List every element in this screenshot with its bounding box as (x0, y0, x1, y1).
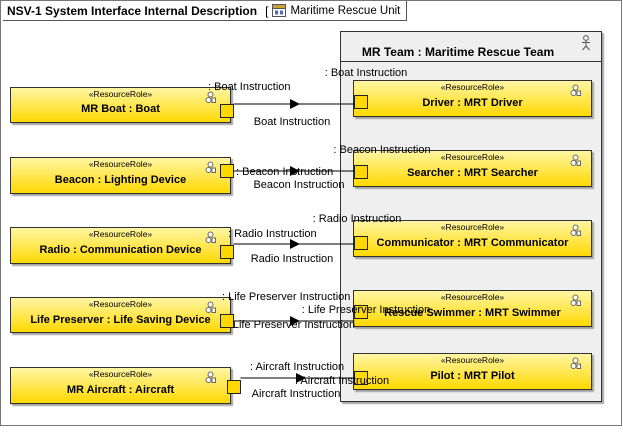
role-name: Searcher : MRT Searcher (407, 167, 539, 179)
role-icon (205, 161, 216, 173)
connector[interactable]: : Life Preserver Instruction: Life Prese… (222, 291, 430, 331)
target-port-label: : Aircraft Instruction (295, 375, 389, 387)
role-stereotype: «ResourceRole» (441, 292, 505, 302)
flow-label: Boat Instruction (254, 116, 330, 128)
flow-label: Radio Instruction (251, 253, 334, 265)
port[interactable] (354, 236, 368, 250)
target-port-label: : Beacon Instruction (333, 144, 430, 156)
port[interactable] (220, 245, 234, 259)
role-name: Pilot : MRT Pilot (430, 370, 515, 382)
left-role[interactable]: «ResourceRole» Life Preserver : Life Savi… (10, 297, 234, 333)
role-name: Beacon : Lighting Device (55, 174, 186, 186)
container-title: MR Team : Maritime Rescue Team (362, 45, 554, 59)
left-role[interactable]: «ResourceRole» MR Aircraft : Aircraft (10, 367, 241, 404)
header-bracket: [ (265, 3, 269, 18)
port[interactable] (354, 95, 368, 109)
role-stereotype: «ResourceRole» (89, 229, 153, 239)
right-role[interactable]: «ResourceRole» Communicator : MRT Communi… (353, 220, 592, 257)
source-port-label: : Radio Instruction (228, 228, 317, 240)
port[interactable] (220, 314, 234, 328)
role-icon (570, 294, 581, 306)
target-port-label: : Radio Instruction (313, 213, 402, 225)
role-name: Communicator : MRT Communicator (377, 237, 570, 249)
role-box (353, 290, 592, 327)
role-box (10, 297, 231, 333)
role-icon (205, 231, 216, 243)
flow-arrow (290, 166, 300, 176)
role-stereotype: «ResourceRole» (89, 299, 153, 309)
source-port-label: : Beacon Instruction (236, 166, 333, 178)
role-name: Rescue Swimmer : MRT Swimmer (384, 307, 561, 319)
role-stereotype: «ResourceRole» (89, 159, 153, 169)
diagram-context[interactable]: Maritime Rescue Unit (290, 4, 401, 17)
port[interactable] (220, 104, 234, 118)
role-box (10, 157, 231, 194)
port[interactable] (354, 305, 368, 319)
role-name: MR Aircraft : Aircraft (67, 384, 175, 396)
role-box (353, 220, 592, 257)
role-icon (205, 301, 216, 313)
role-stereotype: «ResourceRole» (441, 152, 505, 162)
right-role[interactable]: «ResourceRole» Pilot : MRT Pilot (353, 353, 592, 390)
right-role[interactable]: «ResourceRole» Driver : MRT Driver (353, 80, 592, 117)
flow-arrow (290, 316, 300, 326)
connector[interactable]: : Beacon Instruction: Beacon Instruction… (233, 144, 431, 191)
role-stereotype: «ResourceRole» (89, 89, 153, 99)
flow-arrow (290, 99, 300, 109)
role-name: MR Boat : Boat (81, 103, 160, 115)
role-icon (570, 224, 581, 236)
role-box (10, 227, 231, 264)
role-name: Driver : MRT Driver (422, 97, 523, 109)
role-icon (205, 371, 216, 383)
left-role[interactable]: «ResourceRole» MR Boat : Boat (10, 87, 234, 123)
role-icon (570, 84, 581, 96)
source-port-label: : Life Preserver Instruction (222, 291, 350, 303)
role-name: Life Preserver : Life Saving Device (30, 314, 210, 326)
diagram-title: NSV-1 System Interface Internal Descript… (7, 3, 258, 18)
package-diagram-icon (272, 4, 287, 17)
role-box (10, 87, 231, 123)
role-icon (205, 91, 216, 103)
port[interactable] (227, 380, 241, 394)
right-role[interactable]: «ResourceRole» Rescue Swimmer : MRT Swimm… (353, 290, 592, 327)
role-box (353, 150, 592, 187)
connector[interactable]: : Aircraft Instruction : Aircraft Instruc… (240, 361, 390, 400)
actor-icon (582, 35, 590, 51)
connector[interactable]: : Radio Instruction : Radio InstructionRa… (228, 213, 401, 265)
flow-arrow (296, 373, 306, 383)
diagram-header: NSV-1 System Interface Internal Descript… (3, 1, 408, 21)
target-port-label: : Life Preserver Instruction (302, 304, 430, 316)
flow-label: Life Preserver Instruction (233, 319, 355, 331)
connector[interactable]: : Boat Instruction : Boat InstructionBoat… (208, 67, 407, 128)
role-stereotype: «ResourceRole» (89, 369, 153, 379)
left-role[interactable]: «ResourceRole» Radio : Communication Devi… (10, 227, 234, 264)
role-icon (570, 357, 581, 369)
role-stereotype: «ResourceRole» (441, 355, 505, 365)
source-port-label: : Boat Instruction (208, 81, 291, 93)
port[interactable] (220, 164, 234, 178)
role-stereotype: «ResourceRole» (441, 82, 505, 92)
role-box (353, 353, 592, 390)
flow-label: Aircraft Instruction (252, 388, 341, 400)
right-role[interactable]: «ResourceRole» Searcher : MRT Searcher (353, 150, 592, 187)
port[interactable] (354, 165, 368, 179)
flow-arrow (290, 239, 300, 249)
role-box (353, 80, 592, 117)
role-icon (570, 154, 581, 166)
role-box (10, 367, 231, 404)
flow-label: Beacon Instruction (253, 179, 344, 191)
source-port-label: : Aircraft Instruction (250, 361, 344, 373)
target-port-label: : Boat Instruction (325, 67, 408, 79)
role-name: Radio : Communication Device (40, 244, 202, 256)
role-stereotype: «ResourceRole» (441, 222, 505, 232)
left-role[interactable]: «ResourceRole» Beacon : Lighting Device (10, 157, 234, 194)
